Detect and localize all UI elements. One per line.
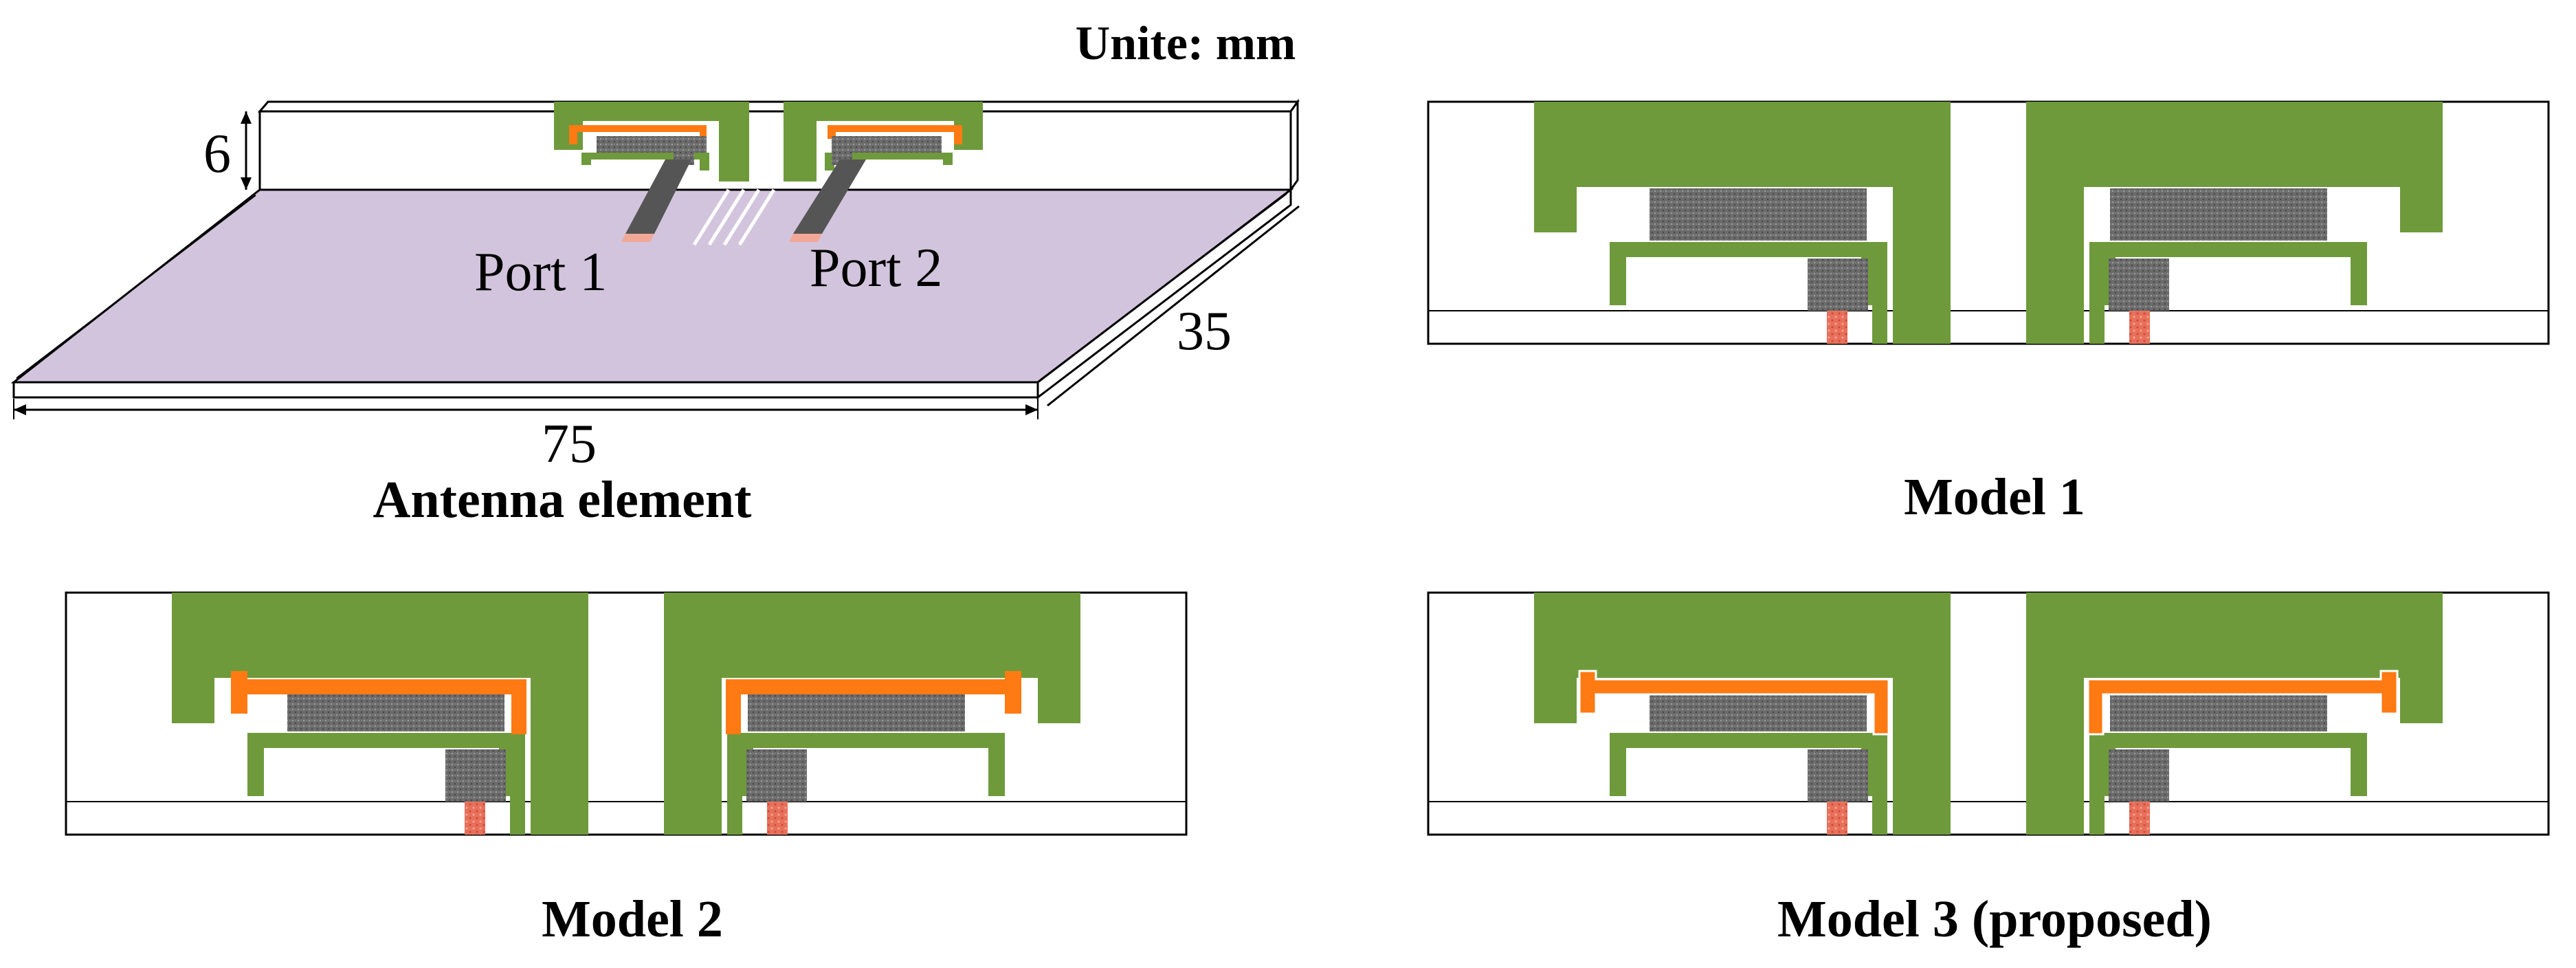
radiator-arm [172, 593, 588, 835]
left-antenna [172, 593, 588, 835]
orange-strip [2087, 670, 2399, 736]
feed-line [2129, 802, 2150, 835]
height-dimension: 6 [203, 124, 231, 184]
port2-label: Port 2 [810, 238, 942, 298]
feed-line [2129, 311, 2150, 344]
wall-front-face [258, 110, 1292, 191]
left-antenna [1534, 102, 1951, 344]
chip-block [2110, 188, 2327, 241]
depth-dimension: 35 [1177, 301, 1232, 362]
antenna-element-caption: Antenna element [373, 471, 752, 529]
parasitic-strip [247, 733, 513, 796]
feed-line [465, 802, 485, 835]
radiator-arm [1534, 593, 1951, 835]
parasitic-strip [740, 733, 1005, 796]
decoupling-slots [692, 188, 776, 246]
parasitic-strip [2102, 733, 2367, 796]
model-3-panel [1427, 591, 2550, 836]
chip-block [1650, 188, 1867, 241]
orange-strip [231, 671, 526, 734]
orange-strip [1578, 670, 1890, 736]
right-antenna [2026, 102, 2443, 344]
feed-line [1827, 802, 1847, 835]
port1-feed [625, 160, 691, 234]
feed-chip [2109, 749, 2169, 802]
left-radiator [554, 102, 749, 182]
parasitic-strip [1610, 733, 1875, 796]
port1-label: Port 1 [474, 242, 607, 302]
width-dimension: 75 [542, 414, 597, 474]
feed-chip [746, 749, 807, 802]
model-panels [65, 100, 2550, 836]
model-3-caption: Model 3 (proposed) [1777, 890, 2212, 948]
parasitic-strip [1610, 242, 1875, 305]
radiator-arm [2026, 102, 2443, 344]
port2-feed [793, 160, 866, 234]
feed-line [1827, 311, 1847, 344]
feed-chip [445, 749, 506, 802]
model-2-panel [65, 591, 1188, 836]
feed-chip [1808, 749, 1868, 802]
parasitic-strip [2102, 242, 2367, 305]
model-1-caption: Model 1 [1904, 468, 2085, 526]
feed-chip [1808, 258, 1868, 311]
feed-chip [2109, 258, 2169, 311]
radiator-arm [664, 593, 1080, 835]
feed-line [767, 802, 788, 835]
left-antenna [1534, 593, 1951, 835]
right-antenna [2026, 593, 2443, 835]
units-label: Unite: mm [1076, 17, 1296, 70]
wall-top-face [257, 100, 1300, 113]
substrate-front [12, 381, 1039, 399]
model-2-caption: Model 2 [542, 890, 723, 948]
radiator-arm [1534, 102, 1951, 344]
radiator-arm [2026, 593, 2443, 835]
right-antenna [664, 593, 1080, 835]
orange-strip [726, 671, 1021, 734]
antenna-element-3d: Port 1 Port 2 6 75 35 Antenna element [10, 98, 1300, 529]
model-1-panel [1427, 100, 2550, 345]
